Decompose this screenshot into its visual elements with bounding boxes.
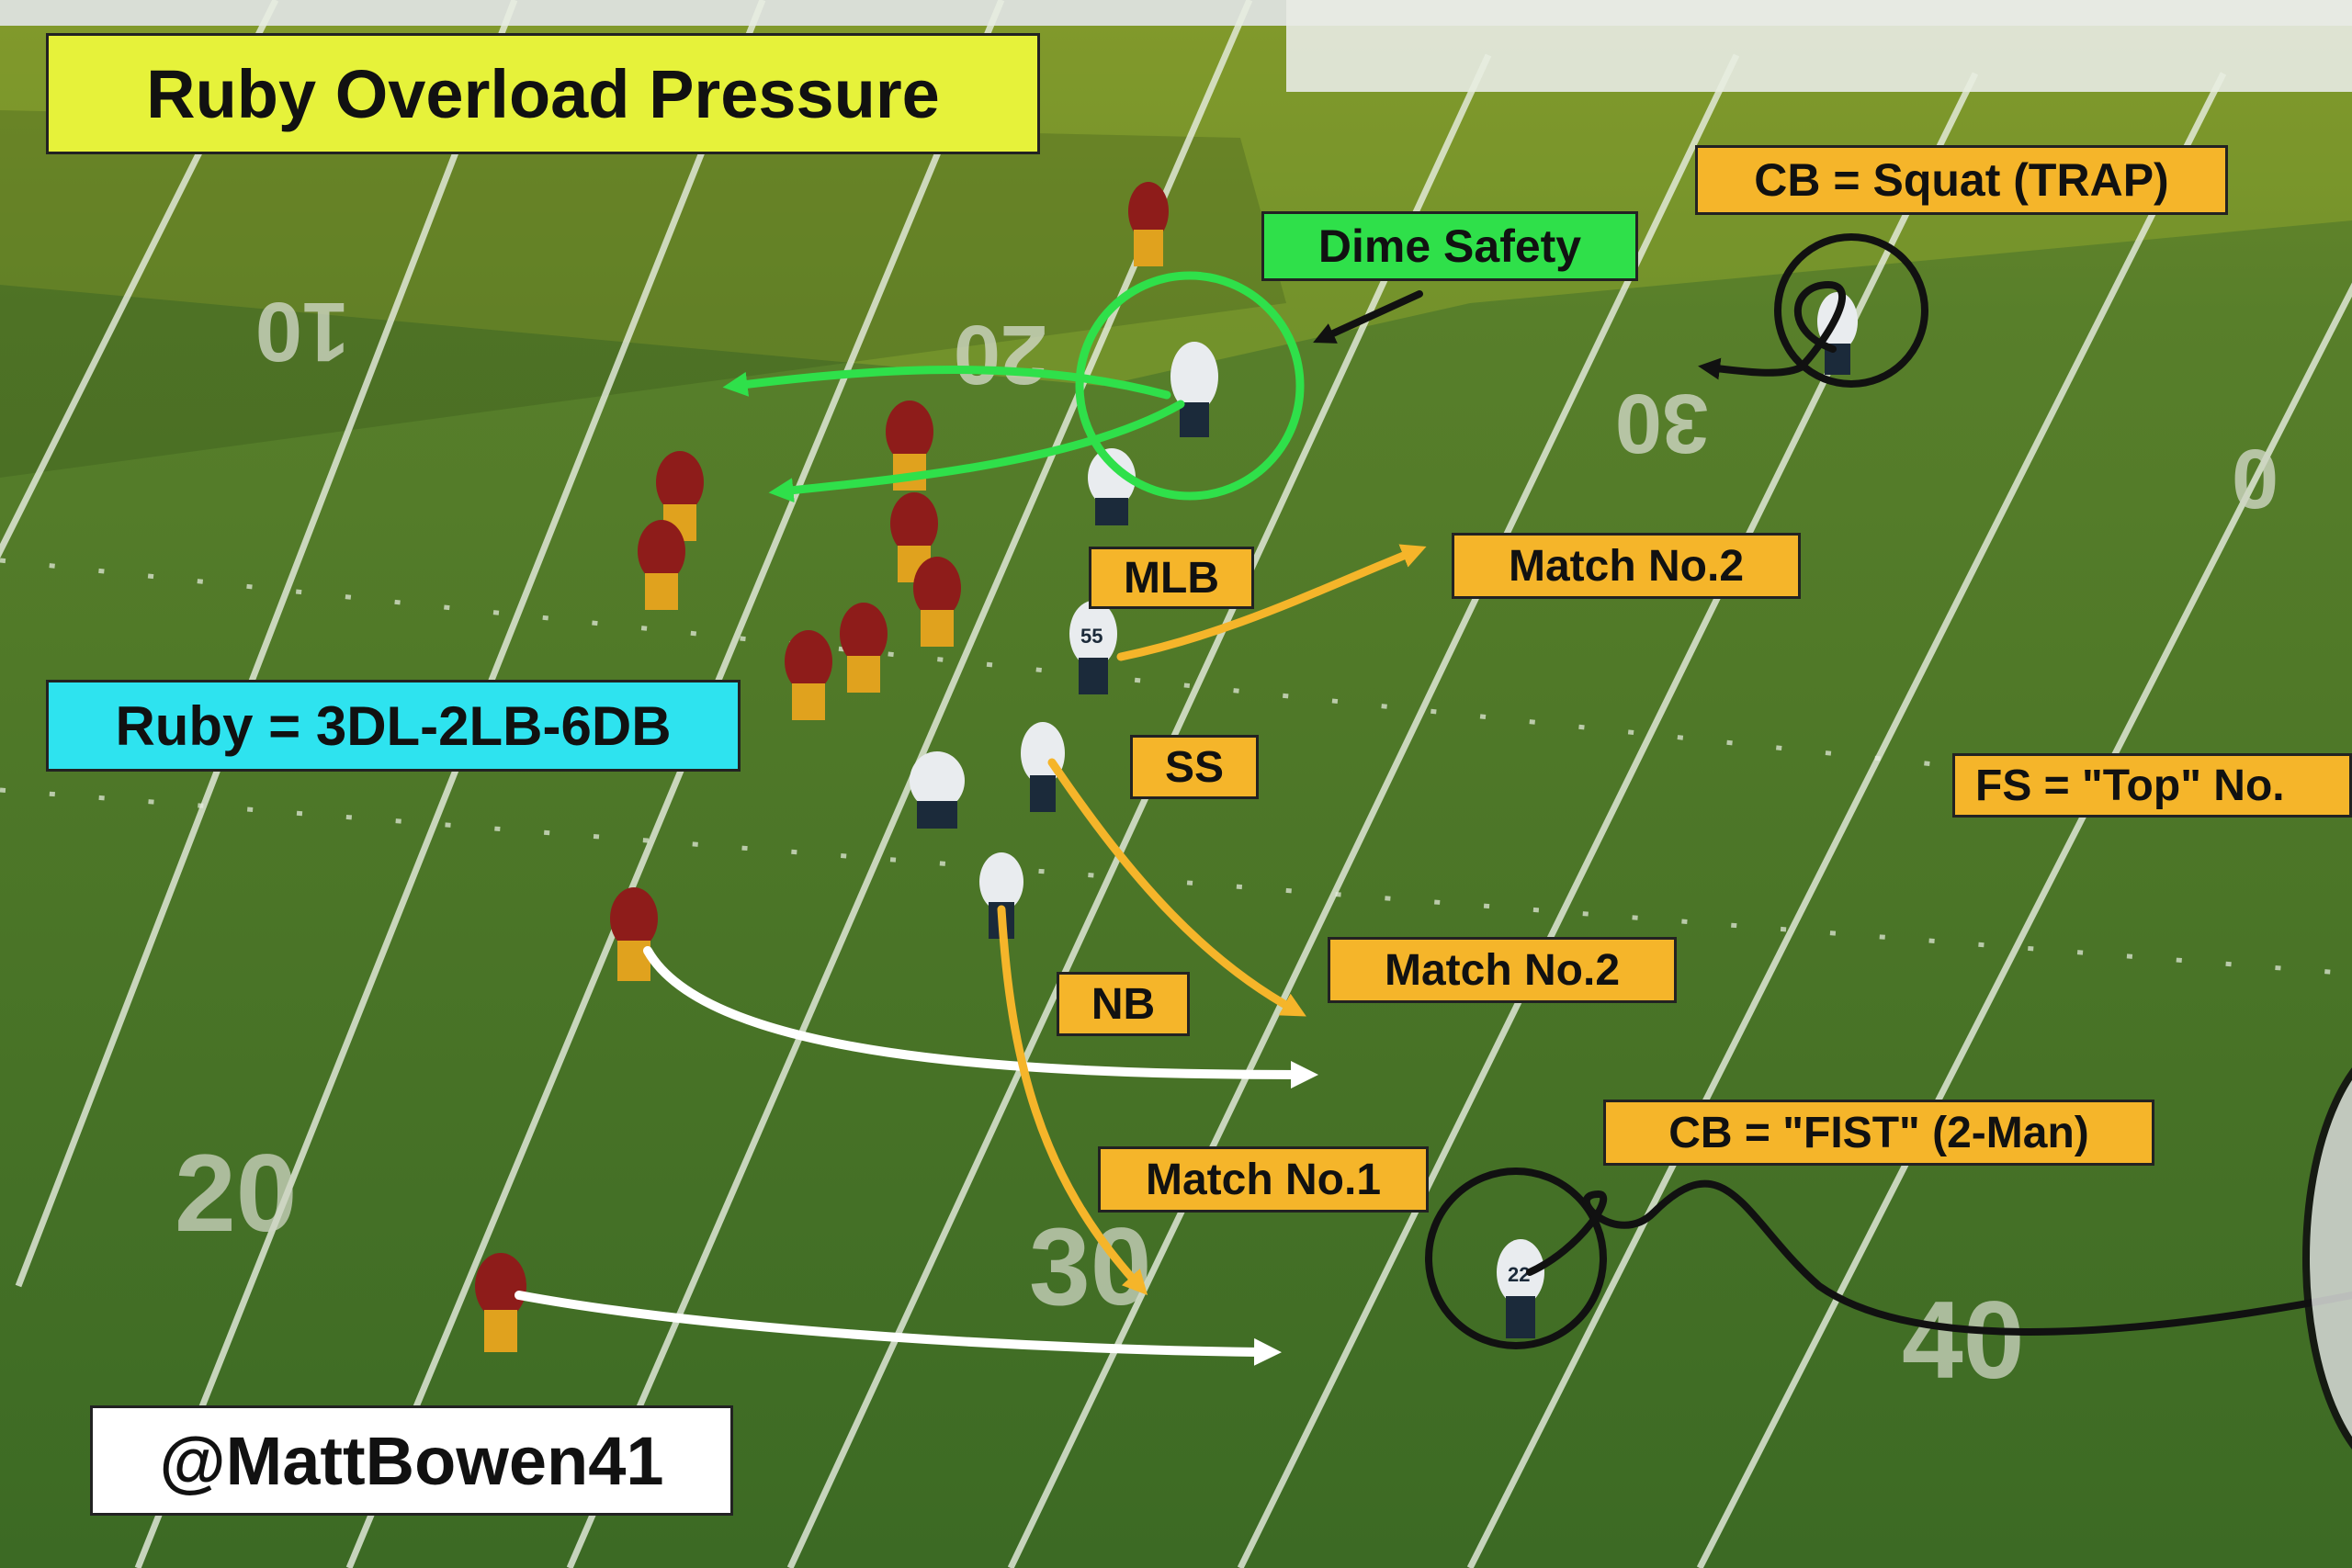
label-formation: Ruby = 3DL-2LB-6DB <box>46 680 741 772</box>
route-dime-upper <box>722 366 1171 400</box>
route-cb-top-squat <box>1698 280 1846 380</box>
player-defense-dl-1 <box>1088 448 1136 525</box>
player-offense-8 <box>785 630 832 720</box>
yard-number-40-bottom: 40 <box>1902 1279 2024 1402</box>
route-dime-lower <box>768 400 1185 503</box>
label-cb-squat: CB = Squat (TRAP) <box>1695 145 2228 215</box>
jersey-number-mlb: 55 <box>1080 625 1102 648</box>
yard-numbers-top: 10 20 30 0 <box>255 285 2278 525</box>
credit-handle: @MattBowen41 <box>90 1405 733 1516</box>
label-match-ss: Match No.2 <box>1328 937 1677 1003</box>
player-offense-6 <box>913 557 961 647</box>
cb-bottom-circle <box>1425 1168 1607 1349</box>
arrow-to-dime-label <box>1313 290 1423 344</box>
jersey-number-cb: 22 <box>1508 1263 1530 1286</box>
yard-numbers-bottom: 20 30 40 <box>175 1132 2024 1402</box>
label-fs-top: FS = "Top" No. <box>1952 753 2352 818</box>
player-defense-dl-2 <box>910 751 965 829</box>
label-dime-safety: Dime Safety <box>1261 211 1638 281</box>
dime-safety-circle <box>1075 271 1305 501</box>
label-nb: NB <box>1057 972 1190 1036</box>
route-mlb-match <box>1116 544 1427 661</box>
player-offense-10 <box>475 1253 526 1352</box>
player-defense-dime-safety <box>1170 342 1218 437</box>
player-offense-1 <box>1128 182 1169 266</box>
label-mlb: MLB <box>1089 547 1254 609</box>
label-cb-fist: CB = "FIST" (2-Man) <box>1603 1100 2154 1166</box>
label-match-mlb: Match No.2 <box>1452 533 1801 599</box>
offscreen-circle <box>2302 1067 2352 1450</box>
player-offense-4 <box>638 520 685 610</box>
cb-top-circle <box>1774 233 1928 388</box>
route-white-lower <box>514 1291 1282 1366</box>
yard-number-30: 30 <box>1615 377 1709 470</box>
yard-number-20: 20 <box>954 308 1047 401</box>
yard-number-0: 0 <box>2232 432 2278 525</box>
yard-number-20-bottom: 20 <box>175 1132 297 1255</box>
white-routes <box>514 946 1318 1366</box>
yard-number-10: 10 <box>255 285 349 378</box>
player-offense-7 <box>840 603 888 693</box>
label-ss: SS <box>1130 735 1259 799</box>
page-title: Ruby Overload Pressure <box>46 33 1040 154</box>
label-match-nb: Match No.1 <box>1098 1146 1429 1213</box>
route-cb-bottom-fist <box>1526 1179 2352 1336</box>
player-defense-mlb: 55 <box>1069 601 1117 694</box>
green-routes <box>722 271 1305 503</box>
player-defense-cb-bottom: 22 <box>1497 1239 1544 1338</box>
sideline-crowd <box>1286 0 2352 92</box>
route-ss-match <box>1047 758 1306 1017</box>
black-routes <box>1313 233 2352 1450</box>
yellow-routes <box>997 544 1427 1295</box>
route-white-upper <box>643 946 1318 1089</box>
route-nb-match <box>997 905 1148 1295</box>
